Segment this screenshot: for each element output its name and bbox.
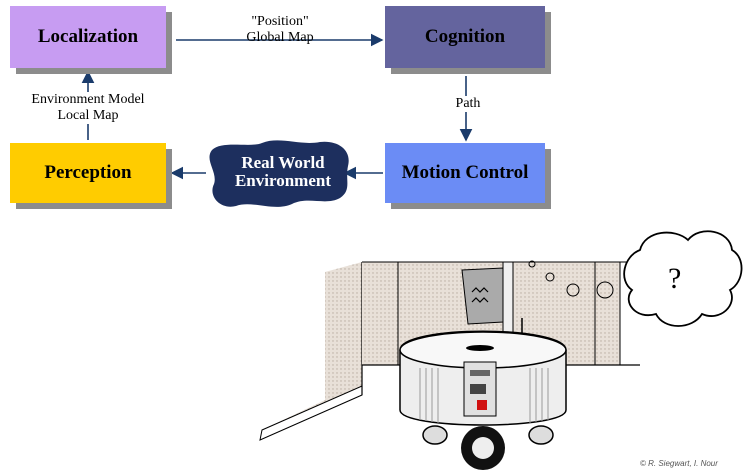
localization-box: Localization: [10, 6, 166, 68]
wall-baseboard: [259, 385, 363, 441]
copyright-credit: © R. Siegwart, I. Nour: [640, 459, 718, 468]
thought-dot-4: [596, 281, 614, 299]
real-world-text: Real World: [241, 153, 325, 172]
robot-wheel-hub: [472, 437, 494, 459]
robot-screen-scribble: [471, 287, 489, 303]
position-global-map-label: "Position" Global Map: [200, 14, 360, 46]
environment-text: Environment: [234, 171, 332, 190]
question-mark: ?: [668, 262, 682, 295]
global-map-text: Global Map: [246, 30, 314, 45]
motion-control-box: Motion Control: [385, 143, 545, 203]
thought-dot-1: [528, 260, 536, 268]
perception-label: Perception: [44, 162, 132, 183]
motion-control-label: Motion Control: [401, 162, 529, 183]
robot-panel-switch: [470, 384, 486, 394]
robot-screen: [461, 267, 504, 325]
environment-model-label: Environment Model Local Map: [0, 92, 176, 124]
perception-box: Perception: [10, 143, 166, 203]
wall-left: [260, 262, 362, 440]
path-label: Path: [448, 96, 488, 112]
real-world-environment-label: Real World Environment: [208, 154, 358, 190]
robot-caster-right: [528, 425, 554, 445]
localization-label: Localization: [37, 26, 139, 47]
thought-cloud: [623, 230, 743, 327]
robot-top-slot: [466, 345, 494, 351]
robot-body-stripes: [419, 368, 549, 423]
local-map-text: Local Map: [57, 108, 119, 123]
robot-stop-button: [477, 400, 487, 410]
robot-caster-left: [422, 425, 448, 445]
environment-model-text: Environment Model: [31, 92, 145, 107]
thought-dot-3: [566, 283, 580, 297]
robot-panel-display: [470, 370, 490, 376]
position-text: "Position": [251, 14, 309, 29]
real-world-cloud: [209, 140, 349, 207]
cognition-box: Cognition: [385, 6, 545, 68]
cognition-label: Cognition: [424, 26, 506, 47]
thought-dot-2: [545, 272, 555, 282]
